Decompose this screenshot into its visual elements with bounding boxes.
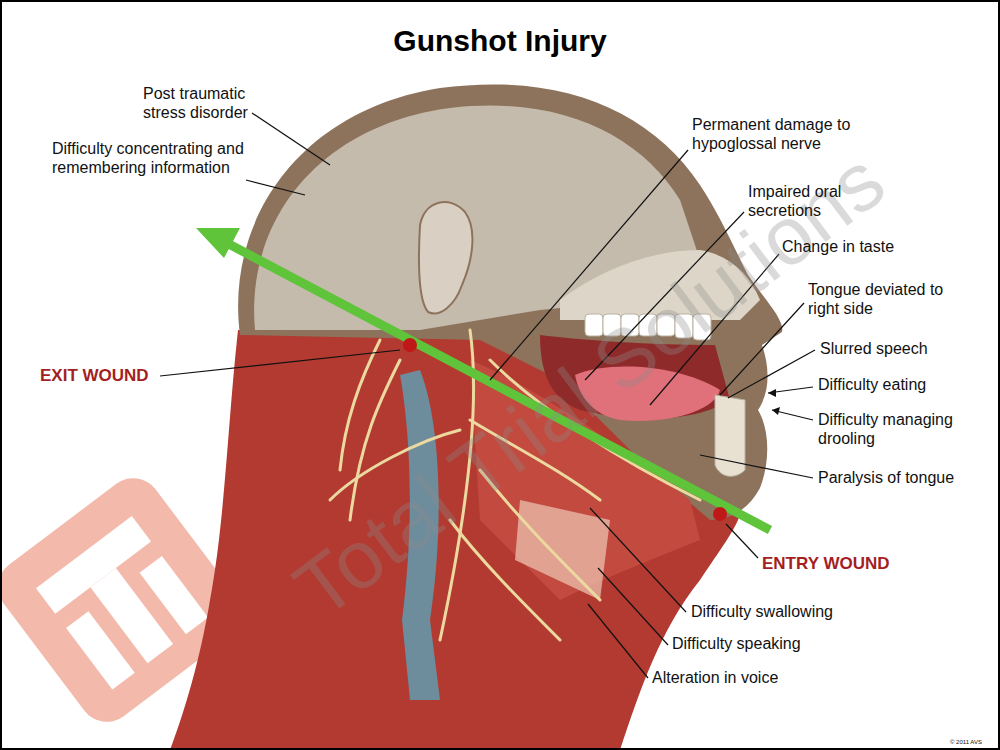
symptom-label: Difficulty swallowing: [691, 602, 891, 621]
symptom-label: Difficulty eating: [818, 375, 978, 394]
symptom-label: Paralysis of tongue: [818, 468, 993, 487]
symptom-label: Slurred speech: [820, 339, 980, 358]
symptom-label: Difficulty speaking: [672, 634, 872, 653]
symptom-label: Tongue deviated to right side: [808, 280, 958, 318]
symptom-label: Difficulty managing drooling: [818, 410, 988, 448]
wound-label: EXIT WOUND: [40, 366, 170, 386]
symptom-label: Change in taste: [782, 237, 942, 256]
symptom-label: Impaired oral secretions: [748, 182, 858, 220]
title: Gunshot Injury: [0, 24, 1000, 58]
copyright: © 2011 AVS: [950, 738, 995, 747]
symptom-label: Permanent damage to hypoglossal nerve: [692, 115, 872, 153]
symptom-label: Difficulty concentrating and remembering…: [52, 139, 247, 177]
symptom-label: Post traumatic stress disorder: [143, 84, 273, 122]
symptom-label: Alteration in voice: [652, 668, 852, 687]
wound-label: ENTRY WOUND: [762, 554, 912, 574]
